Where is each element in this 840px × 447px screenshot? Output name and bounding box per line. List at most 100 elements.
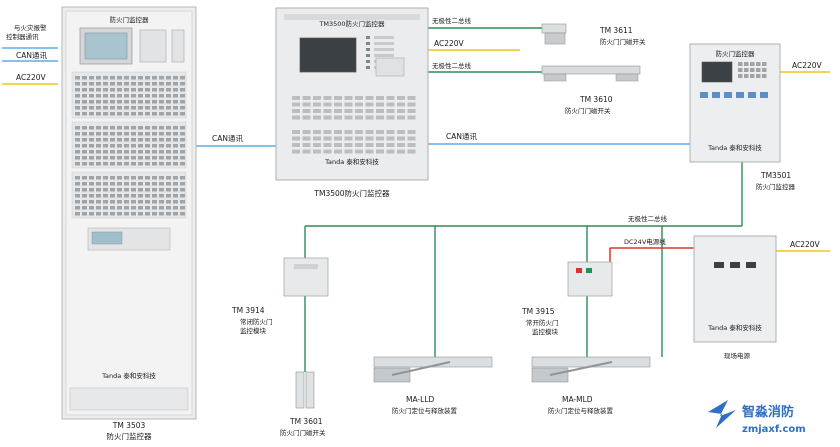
controller-button — [344, 115, 353, 120]
controller-button — [365, 115, 374, 120]
controller-button — [355, 143, 363, 147]
controller-button — [397, 96, 405, 100]
cabinet-led — [103, 82, 108, 86]
cabinet-led — [152, 194, 157, 198]
cabinet-led — [96, 188, 101, 192]
controller-button — [386, 130, 395, 134]
cabinet-led — [152, 82, 157, 86]
cabinet-led — [82, 100, 87, 104]
monitor-title: 防火门监控器 — [716, 49, 756, 58]
cabinet-led — [180, 126, 185, 130]
controller-button — [313, 109, 321, 113]
wires — [2, 27, 830, 372]
cabinet-led — [96, 126, 101, 130]
controller-button — [334, 109, 342, 113]
controller-top-strip — [284, 14, 420, 20]
cabinet-led — [103, 144, 108, 148]
cabinet-led — [103, 94, 108, 98]
link-label-line-1: 与火灾报警 — [14, 23, 47, 32]
cabinet-led — [173, 76, 178, 80]
cabinet-led — [82, 188, 87, 192]
cabinet-led — [96, 206, 101, 210]
controller-button — [323, 102, 332, 107]
cabinet-led — [82, 88, 87, 92]
cabinet-led — [117, 182, 122, 186]
cabinet-led — [124, 156, 129, 160]
cabinet-led — [166, 150, 171, 154]
controller-button — [407, 115, 416, 120]
cabinet-led — [138, 212, 143, 216]
cabinet-led — [110, 212, 115, 216]
controller-button — [323, 96, 332, 100]
cabinet-led — [75, 88, 80, 92]
sensor-3610-bar — [541, 65, 641, 75]
cabinet-led — [131, 76, 136, 80]
cabinet-led — [82, 176, 87, 180]
controller-button — [302, 130, 311, 134]
cabinet-led — [75, 112, 80, 116]
controller-button — [386, 115, 395, 120]
cabinet-led — [103, 176, 108, 180]
bus-label-mid: 无极性二总线 — [432, 61, 472, 70]
controller-button — [323, 149, 332, 154]
controller-button — [365, 130, 374, 134]
cabinet-led — [138, 132, 143, 136]
controller-button-grid — [292, 96, 416, 154]
controller-button — [334, 96, 342, 100]
cabinet-led — [124, 144, 129, 148]
cabinet-led — [159, 112, 164, 116]
cabinet-led — [138, 94, 143, 98]
cabinet-led — [103, 126, 108, 130]
cabinet-led — [82, 156, 87, 160]
cabinet-led — [96, 194, 101, 198]
controller-button — [302, 102, 311, 107]
bus-label-lower: 无极性二总线 — [628, 214, 668, 223]
module-3915-led-1 — [576, 268, 582, 273]
cabinet-led — [180, 100, 185, 104]
cabinet-led — [145, 182, 150, 186]
cabinet-led — [75, 194, 80, 198]
controller-button — [386, 143, 395, 147]
cabinet-led — [117, 112, 122, 116]
controller-button — [365, 96, 374, 100]
cabinet-led — [124, 162, 129, 166]
cabinet-led — [110, 150, 115, 154]
cabinet-led — [117, 138, 122, 142]
cabinet-led — [173, 126, 178, 130]
cabinet-led — [103, 194, 108, 198]
power-box-brand: Tanda 泰和安科技 — [707, 323, 762, 332]
cabinet-led — [89, 138, 94, 142]
cabinet-led — [103, 132, 108, 136]
cabinet-led — [117, 176, 122, 180]
cabinet-led — [138, 112, 143, 116]
cabinet-led — [173, 176, 178, 180]
cabinet-led — [110, 138, 115, 142]
cabinet-led — [103, 212, 108, 216]
controller-led — [366, 42, 370, 45]
cabinet-led — [145, 212, 150, 216]
cabinet-led — [138, 100, 143, 104]
cabinet-led — [96, 162, 101, 166]
controller-button — [355, 115, 363, 120]
controller-button — [302, 136, 311, 141]
controller-led-label — [374, 48, 394, 51]
cabinet-led — [152, 200, 157, 204]
cabinet-led — [89, 112, 94, 116]
monitor-key — [738, 68, 743, 72]
controller-button — [355, 109, 363, 113]
cabinet-led — [145, 100, 150, 104]
watermark-name: 智淼消防 — [742, 404, 794, 420]
cabinet-led — [110, 182, 115, 186]
cabinet-led — [180, 138, 185, 142]
cabinet-led — [166, 112, 171, 116]
cabinet-led — [131, 176, 136, 180]
cabinet-led — [166, 94, 171, 98]
cabinet-led — [103, 150, 108, 154]
cabinet-led — [82, 200, 87, 204]
cabinet-led — [131, 200, 136, 204]
sensor-3601-name: 防火门门磁开关 — [280, 428, 326, 437]
sensor-tm3611: TM 3611 防火门门磁开关 — [541, 23, 646, 46]
cabinet-led — [124, 126, 129, 130]
cabinet-led — [124, 82, 129, 86]
